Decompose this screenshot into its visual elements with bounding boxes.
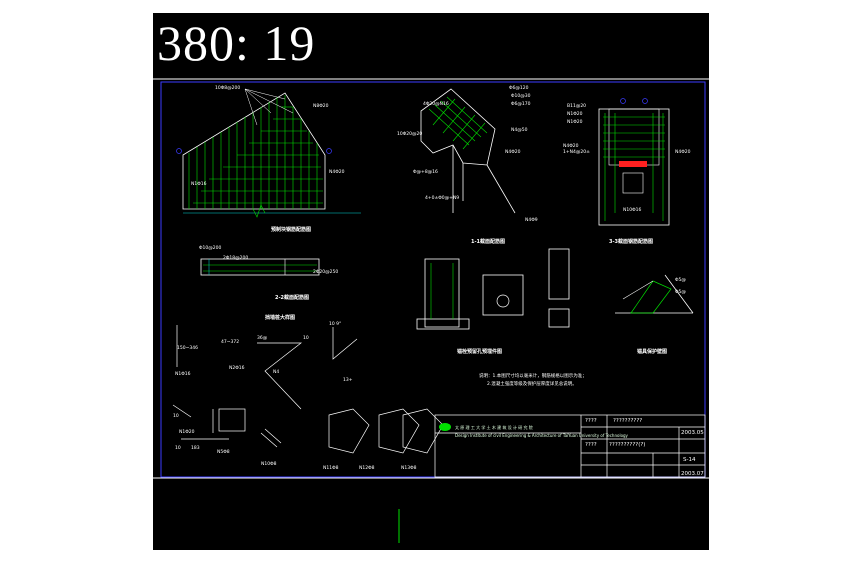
svg-text:N1Φ16: N1Φ16 xyxy=(175,371,191,377)
svg-text:10: 10 xyxy=(175,445,181,451)
detail-bent-bars xyxy=(172,325,444,454)
svg-text:2-2截面配筋图: 2-2截面配筋图 xyxy=(275,294,309,301)
svg-text:10 9°: 10 9° xyxy=(329,321,341,327)
detail-section-1-1: 4Φ20@N16 Φ6@120 Φ10@30 Φ6@170 10Φ20@20 N… xyxy=(397,85,538,245)
svg-text:150~346: 150~346 xyxy=(177,345,198,351)
svg-text:2Φ18@200: 2Φ18@200 xyxy=(223,255,248,261)
detail-anchor-guard: Φ5@ Φ5@ 锚具保护壁图 xyxy=(615,274,694,355)
svg-text:2.混凝土强度等级及保护层厚度详见总说明。: 2.混凝土强度等级及保护层厚度详见总说明。 xyxy=(487,380,577,387)
svg-text:Φ10@200: Φ10@200 xyxy=(199,245,221,251)
svg-text:36@: 36@ xyxy=(257,335,268,341)
fan-outline xyxy=(182,92,326,210)
svg-text:13+: 13+ xyxy=(343,377,353,383)
svg-text:4+0±Φ0@+N9: 4+0±Φ0@+N9 xyxy=(425,195,459,201)
svg-text:N2Φ16: N2Φ16 xyxy=(229,365,245,371)
svg-text:1+N4@20±: 1+N4@20± xyxy=(563,149,590,155)
svg-text:Φ5@: Φ5@ xyxy=(675,289,686,295)
institute-logo xyxy=(439,423,451,431)
detail-section-3-3: B11@20 N1Φ20 N1Φ20 N4Φ20 1+N4@20± N4Φ20 … xyxy=(563,98,691,245)
svg-text:N4@50: N4@50 xyxy=(511,127,528,133)
drawing-name: ??????????(?) xyxy=(609,442,645,448)
svg-text:??????????: ?????????? xyxy=(613,418,642,424)
svg-text:10: 10 xyxy=(173,413,179,419)
svg-text:10Φ8@200: 10Φ8@200 xyxy=(215,85,240,91)
scale-ratio-label: 380: 19 xyxy=(157,15,316,71)
sheet-number: S-14 xyxy=(683,457,696,463)
detail-fan-reinforcement: 10Φ8@200 N8Φ20 N4Φ20 N1Φ16 预制块钢筋配筋图 xyxy=(176,85,361,233)
svg-text:????: ???? xyxy=(585,442,597,448)
svg-text:N1Φ20: N1Φ20 xyxy=(567,119,583,125)
institute-en: Design Institute of civil Engineering & … xyxy=(455,433,629,438)
svg-text:Φ10@30: Φ10@30 xyxy=(511,93,531,99)
svg-text:N1Φ20: N1Φ20 xyxy=(179,429,195,435)
svg-text:N10Φ16: N10Φ16 xyxy=(623,207,641,213)
svg-text:1-1截面配筋图: 1-1截面配筋图 xyxy=(471,238,505,245)
cad-drawing-canvas[interactable]: 380: 19 xyxy=(153,13,709,550)
svg-text:2Φ20@250: 2Φ20@250 xyxy=(313,269,338,275)
svg-text:N10Φ8: N10Φ8 xyxy=(261,461,277,467)
title-block xyxy=(434,414,706,478)
svg-text:N4Φ20: N4Φ20 xyxy=(329,169,345,175)
svg-text:N4Φ9: N4Φ9 xyxy=(525,217,538,223)
svg-text:N5Φ8: N5Φ8 xyxy=(217,449,230,455)
detail-bent-bars-labels: 150~346 47~372 36@ 10 10 9° N1Φ16 N2Φ16 … xyxy=(173,321,417,471)
svg-text:????: ???? xyxy=(585,418,597,424)
svg-text:N4Φ20: N4Φ20 xyxy=(675,149,691,155)
date-bottom: 2003.07 xyxy=(681,471,704,477)
svg-text:B11@20: B11@20 xyxy=(567,103,586,109)
svg-text:183: 183 xyxy=(191,445,200,451)
detail-section-2-2: Φ10@200 2Φ18@200 2Φ20@250 2-2截面配筋图 挡墙桩大样… xyxy=(199,245,338,321)
svg-text:N8Φ20: N8Φ20 xyxy=(313,103,329,109)
svg-text:10Φ20@20: 10Φ20@20 xyxy=(397,131,422,137)
svg-text:Φ6@170: Φ6@170 xyxy=(511,101,531,107)
svg-text:N1Φ16: N1Φ16 xyxy=(191,181,207,187)
institute-name: 太 原 理 工 大 学 土 木 建 筑 设 计 研 究 院 xyxy=(455,424,533,430)
svg-text:N4Φ20: N4Φ20 xyxy=(505,149,521,155)
svg-text:Φ6@120: Φ6@120 xyxy=(509,85,529,91)
svg-text:锚具保护壁图: 锚具保护壁图 xyxy=(637,348,667,355)
detail-column-plan: 锚栓预留孔预埋件图 xyxy=(416,248,570,355)
svg-text:47~372: 47~372 xyxy=(221,339,239,345)
svg-text:10: 10 xyxy=(303,335,309,341)
svg-text:N4Φ20: N4Φ20 xyxy=(563,143,579,149)
svg-text:N12Φ8: N12Φ8 xyxy=(359,465,375,471)
svg-text:N11Φ8: N11Φ8 xyxy=(323,465,339,471)
svg-text:挡墙桩大样图: 挡墙桩大样图 xyxy=(264,314,295,321)
svg-text:Φ5@: Φ5@ xyxy=(675,277,686,283)
svg-text:N13Φ8: N13Φ8 xyxy=(401,465,417,471)
svg-text:说明：1.本图尺寸均以毫米计，钢筋规格以图示为准；: 说明：1.本图尺寸均以毫米计，钢筋规格以图示为准； xyxy=(479,372,587,379)
svg-text:Φ@+8@16: Φ@+8@16 xyxy=(413,169,438,175)
svg-text:N1Φ20: N1Φ20 xyxy=(567,111,583,117)
svg-text:预制块钢筋配筋图: 预制块钢筋配筋图 xyxy=(271,226,311,233)
date-top: 2003.05 xyxy=(681,430,704,436)
svg-text:4Φ20@N16: 4Φ20@N16 xyxy=(423,101,449,107)
sheet-frame xyxy=(160,81,706,478)
structural-drawing: 10Φ8@200 N8Φ20 N4Φ20 N1Φ16 预制块钢筋配筋图 Φ10@… xyxy=(153,78,709,543)
svg-text:N4: N4 xyxy=(273,369,279,375)
svg-text:3-3截面钢筋配筋图: 3-3截面钢筋配筋图 xyxy=(609,238,653,245)
svg-text:锚栓预留孔预埋件图: 锚栓预留孔预埋件图 xyxy=(457,348,502,355)
